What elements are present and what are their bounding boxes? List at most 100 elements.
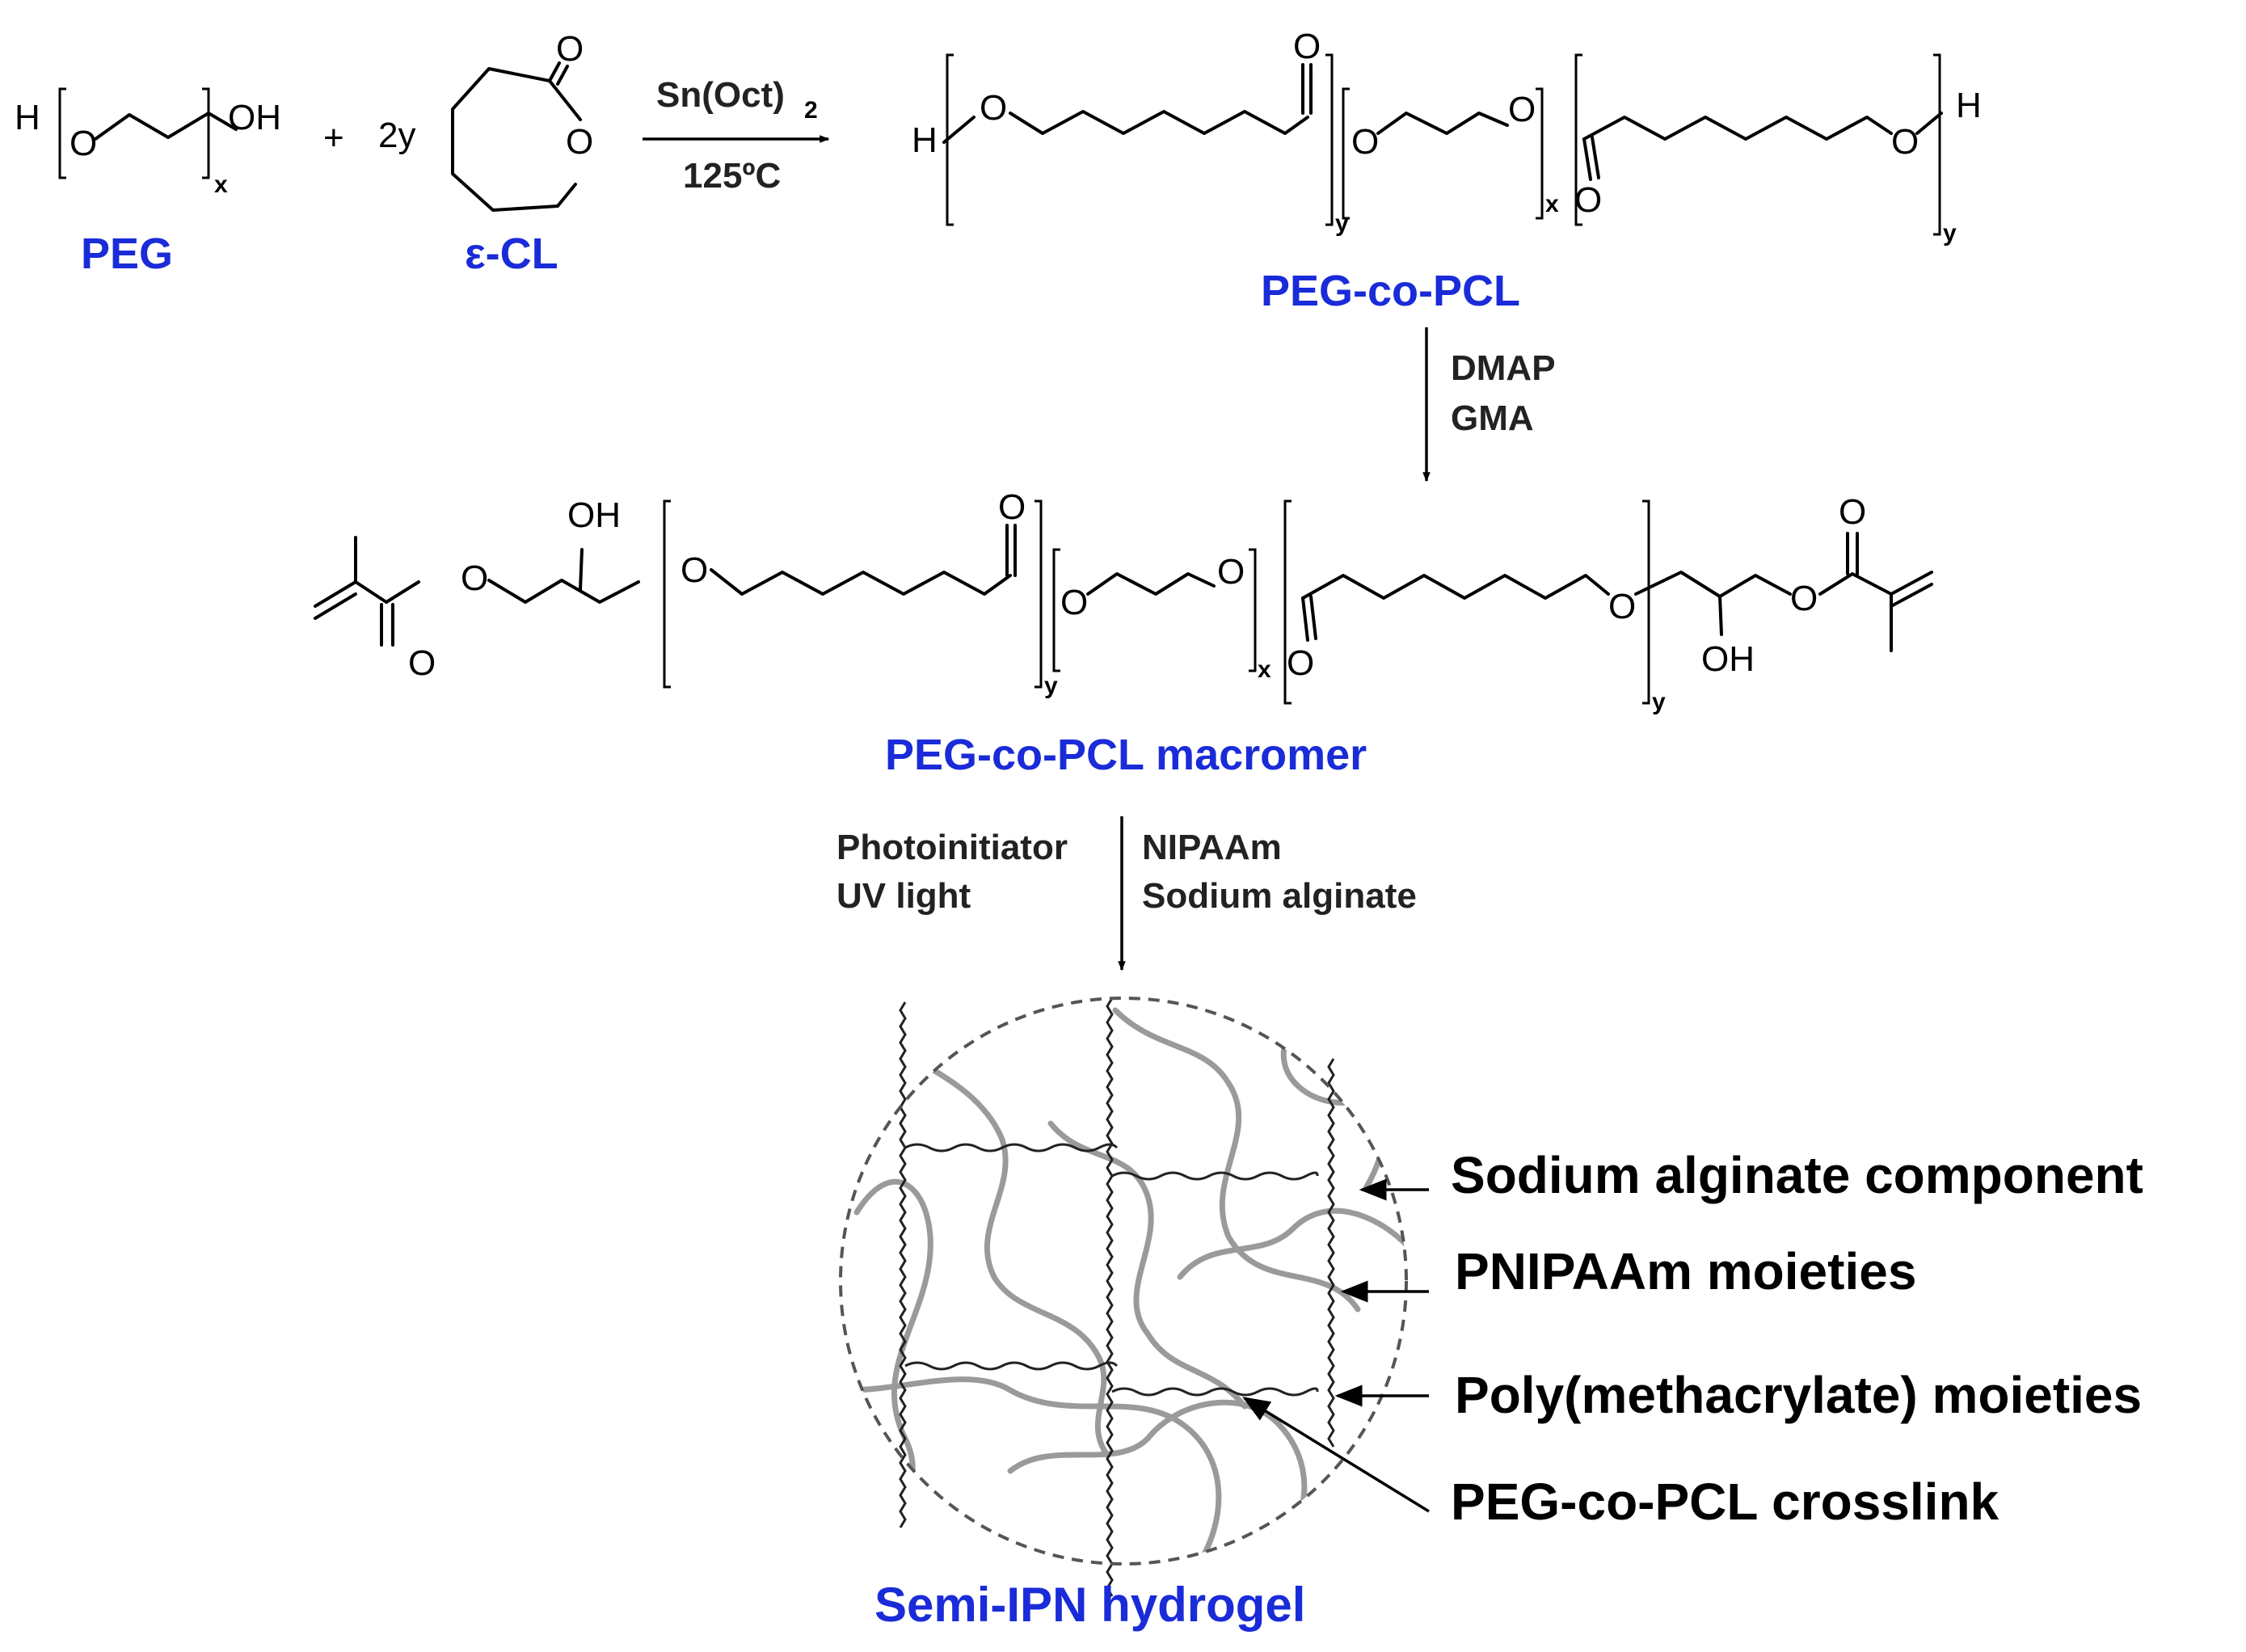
- m-y-1: y: [1044, 672, 1058, 699]
- m-bracket-1r: [1035, 499, 1043, 689]
- p1-pcl-chain-1: [942, 110, 1309, 144]
- m-carbonyl-o-2: O: [1287, 643, 1314, 683]
- m-bracket-3r: [1642, 499, 1650, 705]
- m-bracket-3l: [1283, 499, 1292, 705]
- sodium-alginate-label: Sodium alginate: [1142, 876, 1417, 916]
- p1-h-left: H: [912, 120, 938, 160]
- macromer-structure: O O OH O O y O O x O O y OH O O PEG-co-P…: [314, 487, 1933, 779]
- catalyst-subscript: 2: [804, 97, 818, 124]
- temperature-label: 125ºC: [683, 156, 781, 196]
- m-oh-bond-right: [1718, 595, 1723, 636]
- m-ester-o-left: O: [461, 558, 488, 598]
- pnipaam-chain-3: [1327, 1058, 1335, 1448]
- m-o-4: O: [1608, 587, 1636, 626]
- alginate-chain-4: [1280, 1023, 1390, 1191]
- caprolactone-structure: O O ε-CL: [451, 29, 593, 278]
- m-bracket-2l: [1052, 548, 1060, 672]
- callout-pnipaam: PNIPAAm moieties: [1455, 1242, 1916, 1300]
- callout-sodium-alginate: Sodium alginate component: [1451, 1146, 2143, 1204]
- p1-y-2: y: [1943, 220, 1957, 247]
- p1-bracket-1r: [1325, 53, 1334, 226]
- peg-bonds: [94, 112, 238, 141]
- p1-carbonyl-o-1: O: [1293, 27, 1321, 66]
- m-o-3: O: [1217, 552, 1245, 592]
- m-ester-left: [385, 580, 420, 604]
- m-vinyl-left: [314, 580, 388, 620]
- peg-bracket-right: [202, 87, 210, 179]
- p1-carbonyl-2: [1582, 136, 1600, 181]
- m-vinyl-right: [1818, 571, 1933, 608]
- m-oh-left: OH: [567, 495, 621, 535]
- p1-o-1: O: [980, 88, 1007, 128]
- m-carbonyl-o-left: O: [408, 643, 436, 683]
- m-bracket-1l: [663, 499, 671, 689]
- hydrogel-callouts: Sodium alginate component PNIPAAm moieti…: [1242, 1146, 2143, 1531]
- pnipaam-chain-2: [1106, 997, 1114, 1597]
- m-bracket-2r: [1249, 548, 1257, 672]
- m-carbonyl-right: [1846, 532, 1859, 575]
- reaction-arrow-2: DMAP GMA: [1422, 327, 1556, 483]
- alginate-chain-8: [1047, 1120, 1248, 1410]
- p1-y-1: y: [1335, 210, 1349, 237]
- cl-ring-o: O: [566, 122, 593, 162]
- p1-o-2: O: [1351, 122, 1379, 162]
- m-carbonyl-o-1: O: [998, 487, 1026, 527]
- callout-arrow-4: [1242, 1397, 1430, 1513]
- nipaam-label: NIPAAm: [1142, 828, 1282, 867]
- p1-peg-chain: [1376, 112, 1509, 135]
- m-carbonyl-1: [1005, 524, 1017, 577]
- cl-ring-bond-o: [548, 79, 582, 121]
- p1-pcl-chain-2: [1582, 116, 1893, 141]
- callout-poly-methacrylate: Poly(methacrylate) moieties: [1455, 1366, 2142, 1424]
- pnipaam-chain-1: [899, 1001, 907, 1528]
- m-o-1: O: [681, 550, 708, 590]
- p1-o-3: O: [1508, 90, 1536, 129]
- methacrylate-chain-4: [1111, 1387, 1319, 1397]
- alginate-chain-7: [1177, 1207, 1406, 1280]
- peg-x-subscript: x: [214, 171, 228, 198]
- m-ester-o-right: O: [1790, 579, 1818, 618]
- gma-label: GMA: [1451, 398, 1534, 438]
- reaction-arrow-1: Sn(Oct) 2 125ºC: [643, 75, 830, 196]
- m-peg-chain: [1086, 572, 1216, 596]
- methacrylate-chain-1: [904, 1143, 1119, 1153]
- catalyst-label: Sn(Oct): [656, 75, 785, 115]
- methacrylate-horizontal-chains: [904, 1143, 1319, 1397]
- m-oh-right: OH: [1701, 639, 1755, 679]
- hydrogel-network: [839, 997, 1408, 1597]
- peg-oh-atom: OH: [228, 98, 281, 137]
- p1-carbonyl-o-2: O: [1574, 180, 1602, 220]
- m-pcl-chain-2: [1301, 574, 1610, 600]
- cl-label: ε-CL: [465, 230, 558, 278]
- peg-h-atom: H: [15, 98, 40, 137]
- m-y-2: y: [1652, 689, 1666, 715]
- alginate-chain-3: [1112, 1007, 1361, 1313]
- p1-x: x: [1545, 191, 1559, 217]
- methacrylate-chain-3: [904, 1361, 1119, 1371]
- alginate-chain-2: [894, 1047, 1110, 1458]
- p1-carbonyl-1: [1301, 63, 1313, 115]
- p1-h-right: H: [1956, 86, 1982, 125]
- callout-peg-co-pcl-crosslink: PEG-co-PCL crosslink: [1451, 1473, 1999, 1531]
- peg-co-pcl-structure: H O O y O O x O O H y PEG-co-PCL: [912, 27, 1982, 315]
- peg-bracket-left: [58, 87, 66, 179]
- alginate-chain-1: [853, 1178, 933, 1539]
- alginate-chain-9: [1322, 1007, 1406, 1058]
- m-glycerol-left: [487, 579, 640, 604]
- p1-bracket-3l: [1574, 53, 1582, 226]
- pnipaam-vertical-chains: [899, 997, 1335, 1597]
- plus-sign: +: [323, 118, 344, 158]
- uv-light-label: UV light: [836, 876, 971, 916]
- cl-carbonyl-bond: [548, 61, 569, 86]
- m-carbonyl-o-right: O: [1839, 492, 1866, 532]
- reaction-arrow-3: Photoinitiator UV light NIPAAm Sodium al…: [836, 816, 1417, 971]
- cl-carbonyl-o: O: [556, 29, 584, 69]
- m-oh-bond-left: [579, 548, 584, 592]
- photoinitiator-label: Photoinitiator: [836, 828, 1068, 867]
- peg-o-atom: O: [70, 124, 97, 163]
- hydrogel-boundary: [839, 997, 1408, 1566]
- hydrogel-label: Semi-IPN hydrogel: [874, 1578, 1305, 1632]
- peg-label: PEG: [81, 230, 173, 278]
- peg-structure: H O x OH PEG: [15, 87, 281, 278]
